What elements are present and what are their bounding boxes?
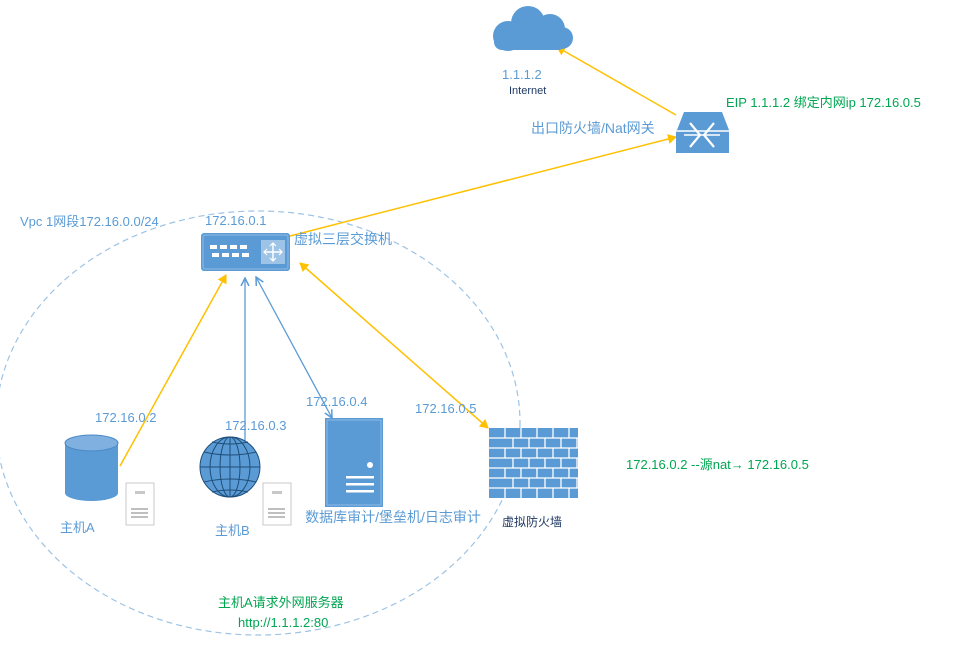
database-icon xyxy=(64,434,119,501)
vpc-boundary xyxy=(0,210,521,636)
audit-ip: 172.16.0.4 xyxy=(306,394,368,409)
audit-server-icon xyxy=(325,418,383,507)
host-b-server-icon xyxy=(262,482,292,526)
nat-gateway-icon xyxy=(676,112,729,153)
audit-label: 数据库审计/堡垒机/日志审计 xyxy=(305,509,481,525)
arrow-hosta-to-switch xyxy=(119,274,227,467)
host-b-ip: 172.16.0.3 xyxy=(225,418,287,433)
firewall-ip: 172.16.0.5 xyxy=(415,401,477,416)
arrow-switch-firewall xyxy=(299,262,489,429)
internet-label: Internet xyxy=(509,85,547,97)
arrow-nat-to-internet xyxy=(556,46,677,116)
cloud-icon xyxy=(493,6,573,51)
host-a-ip: 172.16.0.2 xyxy=(95,410,157,425)
host-a-server-icon xyxy=(125,482,155,526)
globe-icon xyxy=(199,436,261,498)
request-note-title: 主机A请求外网服务器 xyxy=(218,595,344,610)
arrow-switch-to-nat xyxy=(289,134,677,237)
host-a-label: 主机A xyxy=(60,520,95,535)
eip-note: EIP 1.1.1.2 绑定内网ip 172.16.0.5 xyxy=(726,95,921,110)
host-b-label: 主机B xyxy=(215,523,250,538)
switch-icon xyxy=(201,233,290,271)
switch-label: 虚拟三层交换机 xyxy=(294,231,392,247)
switch-ip: 172.16.0.1 xyxy=(205,213,267,228)
snat-note: 172.16.0.2 --源nat→ 172.16.0.5 xyxy=(626,457,809,472)
internet-ip: 1.1.1.2 xyxy=(502,67,542,82)
nat-gateway-label: 出口防火墙/Nat网关 xyxy=(531,120,655,136)
vpc-label: Vpc 1网段172.16.0.0/24 xyxy=(20,214,159,229)
firewall-icon xyxy=(489,428,578,498)
firewall-label: 虚拟防火墙 xyxy=(502,515,563,529)
request-note-url: http://1.1.1.2:80 xyxy=(238,615,329,630)
